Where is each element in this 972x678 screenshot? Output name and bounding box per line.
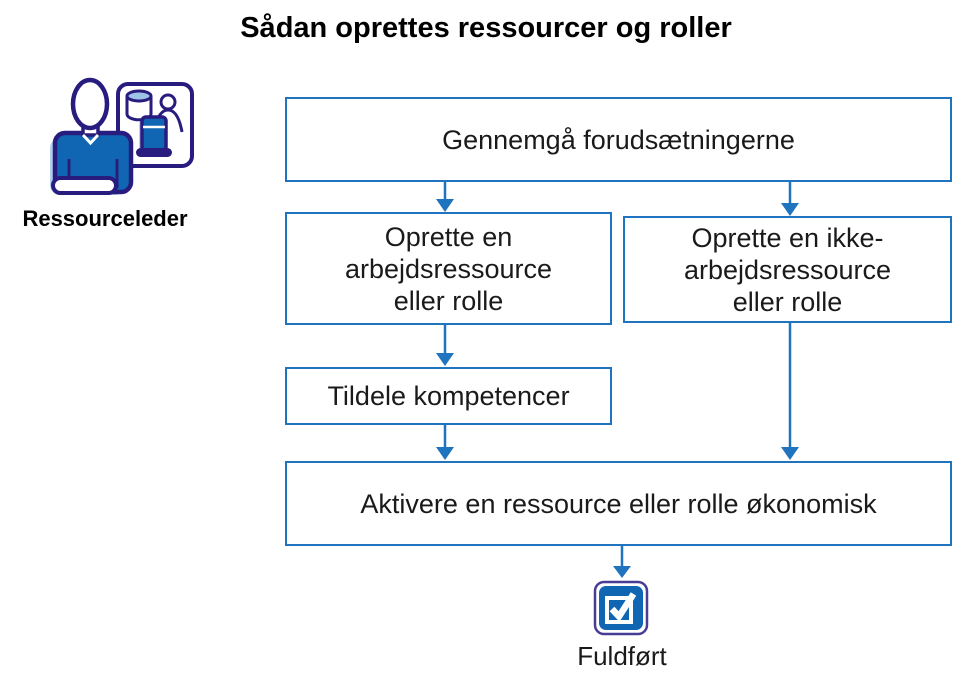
arrow-competencies-to-activate (436, 425, 454, 460)
step-label: Oprette en arbejdsressource eller rolle (344, 221, 553, 316)
arrow-prerequisites-to-work (436, 182, 454, 212)
step-label: Tildele kompetencer (327, 381, 570, 411)
end-label: Fuldført (577, 641, 667, 671)
checkbox-checked-icon (593, 580, 649, 636)
step-assign-competencies: Tildele kompetencer (285, 367, 612, 425)
step-prerequisites: Gennemgå forudsætningerne (285, 97, 952, 182)
arrow-work-to-competencies (436, 325, 454, 366)
podium-icon (136, 115, 172, 157)
person-icon (50, 77, 134, 195)
arrow-prerequisites-to-nonwork (781, 182, 799, 216)
step-create-non-work-resource: Oprette en ikke-arbejdsressource eller r… (623, 216, 952, 323)
step-label: Gennemgå forudsætningerne (442, 124, 795, 155)
step-label: Aktivere en ressource eller rolle økonom… (360, 488, 877, 519)
step-create-work-resource: Oprette en arbejdsressource eller rolle (285, 212, 612, 325)
arrow-activate-to-completed (613, 546, 631, 578)
actor-label: Ressourceleder (22, 206, 188, 231)
step-activate-financially: Aktivere en ressource eller rolle økonom… (285, 461, 952, 546)
step-label: Oprette en ikke-arbejdsressource eller r… (683, 222, 892, 317)
page-title: Sådan oprettes ressourcer og roller (240, 12, 732, 44)
resource-manager-icon (50, 77, 194, 195)
arrow-nonwork-to-activate (781, 323, 799, 460)
